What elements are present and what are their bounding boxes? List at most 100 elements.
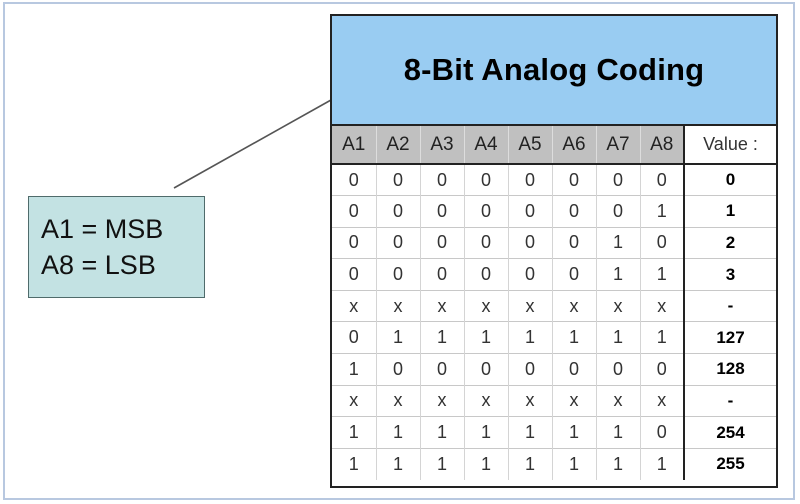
bit-cell-a1: 0 xyxy=(332,195,377,228)
bit-cell-a6: 0 xyxy=(552,195,597,228)
bit-cell-a7: 1 xyxy=(596,447,641,480)
bit-cell-a1: 1 xyxy=(332,353,377,386)
bit-cell-a3: 0 xyxy=(420,226,465,259)
bit-cell-a2: 1 xyxy=(376,447,421,480)
bit-cell-a6: 1 xyxy=(552,416,597,449)
bit-cell-a1: 0 xyxy=(332,258,377,291)
bit-cell-a8: 1 xyxy=(640,195,685,228)
bit-cell-a5: 0 xyxy=(508,163,553,196)
note-line-lsb: A8 = LSB xyxy=(41,250,156,280)
bit-cell-a8: x xyxy=(640,289,685,322)
bit-cell-a1: 1 xyxy=(332,447,377,480)
value-header: Value : xyxy=(683,126,776,164)
bit-cell-a8: x xyxy=(640,384,685,417)
value-cell: 128 xyxy=(683,353,776,386)
value-cell: 127 xyxy=(683,321,776,354)
value-cell: 1 xyxy=(683,195,776,228)
bit-cell-a2: 0 xyxy=(376,163,421,196)
bit-header-a3: A3 xyxy=(420,126,465,164)
bit-cell-a6: 1 xyxy=(552,447,597,480)
bit-cell-a5: 1 xyxy=(508,447,553,480)
bit-cell-a6: x xyxy=(552,289,597,322)
bit-header-a1: A1 xyxy=(332,126,377,164)
bit-cell-a5: 1 xyxy=(508,321,553,354)
bit-header-a2: A2 xyxy=(376,126,421,164)
bit-cell-a1: 0 xyxy=(332,321,377,354)
value-cell: 254 xyxy=(683,416,776,449)
bit-header-a5: A5 xyxy=(508,126,553,164)
bit-cell-a4: x xyxy=(464,384,509,417)
bit-cell-a4: 1 xyxy=(464,321,509,354)
bit-cell-a1: 1 xyxy=(332,416,377,449)
bit-cell-a6: 0 xyxy=(552,353,597,386)
bit-cell-a8: 0 xyxy=(640,163,685,196)
bit-cell-a1: 0 xyxy=(332,163,377,196)
bit-cell-a4: 0 xyxy=(464,195,509,228)
bit-cell-a7: 1 xyxy=(596,416,641,449)
bit-cell-a8: 1 xyxy=(640,447,685,480)
bit-header-a4: A4 xyxy=(464,126,509,164)
note-line-msb: A1 = MSB xyxy=(41,214,164,244)
bit-cell-a6: 0 xyxy=(552,226,597,259)
bit-cell-a2: 1 xyxy=(376,321,421,354)
bit-cell-a6: x xyxy=(552,384,597,417)
bit-cell-a2: x xyxy=(376,384,421,417)
bit-cell-a7: x xyxy=(596,289,641,322)
bit-cell-a7: 0 xyxy=(596,163,641,196)
bit-cell-a8: 0 xyxy=(640,226,685,259)
bit-cell-a3: 1 xyxy=(420,321,465,354)
bit-cell-a4: 0 xyxy=(464,226,509,259)
header-row: A1 A2 A3 A4 A5 A6 A7 A8 Value : xyxy=(332,126,776,164)
bit-header-a7: A7 xyxy=(596,126,641,164)
bit-cell-a5: 1 xyxy=(508,416,553,449)
bit-cell-a1: 0 xyxy=(332,226,377,259)
bit-cell-a7: 0 xyxy=(596,195,641,228)
bit-cell-a2: 0 xyxy=(376,258,421,291)
bit-cell-a8: 0 xyxy=(640,353,685,386)
bit-cell-a6: 0 xyxy=(552,163,597,196)
bit-cell-a4: 0 xyxy=(464,163,509,196)
table-title: 8-Bit Analog Coding xyxy=(332,16,776,126)
bit-cell-a4: x xyxy=(464,289,509,322)
bit-cell-a8: 0 xyxy=(640,416,685,449)
bit-cell-a1: x xyxy=(332,384,377,417)
bit-cell-a5: 0 xyxy=(508,195,553,228)
bit-cell-a3: x xyxy=(420,384,465,417)
bit-cell-a3: 1 xyxy=(420,447,465,480)
bit-cell-a8: 1 xyxy=(640,258,685,291)
bit-cell-a3: 0 xyxy=(420,258,465,291)
value-cell: - xyxy=(683,289,776,322)
bit-cell-a1: x xyxy=(332,289,377,322)
bit-cell-a7: 1 xyxy=(596,321,641,354)
bit-cell-a4: 0 xyxy=(464,353,509,386)
bit-cell-a2: 0 xyxy=(376,195,421,228)
bit-cell-a2: 1 xyxy=(376,416,421,449)
bit-cell-a4: 1 xyxy=(464,416,509,449)
bit-cell-a5: 0 xyxy=(508,353,553,386)
bit-cell-a7: 0 xyxy=(596,353,641,386)
bit-cell-a3: 0 xyxy=(420,195,465,228)
bit-cell-a5: x xyxy=(508,289,553,322)
analog-coding-table: 8-Bit Analog Coding A1 A2 A3 A4 A5 A6 A7… xyxy=(330,14,778,488)
bit-cell-a7: 1 xyxy=(596,226,641,259)
bit-cell-a5: 0 xyxy=(508,226,553,259)
bit-header-a8: A8 xyxy=(640,126,685,164)
msb-lsb-note: A1 = MSB A8 = LSB xyxy=(28,196,205,298)
bit-cell-a3: 0 xyxy=(420,163,465,196)
value-cell: - xyxy=(683,384,776,417)
bit-cell-a3: 0 xyxy=(420,353,465,386)
bit-cell-a7: 1 xyxy=(596,258,641,291)
bit-cell-a8: 1 xyxy=(640,321,685,354)
value-cell: 255 xyxy=(683,447,776,480)
